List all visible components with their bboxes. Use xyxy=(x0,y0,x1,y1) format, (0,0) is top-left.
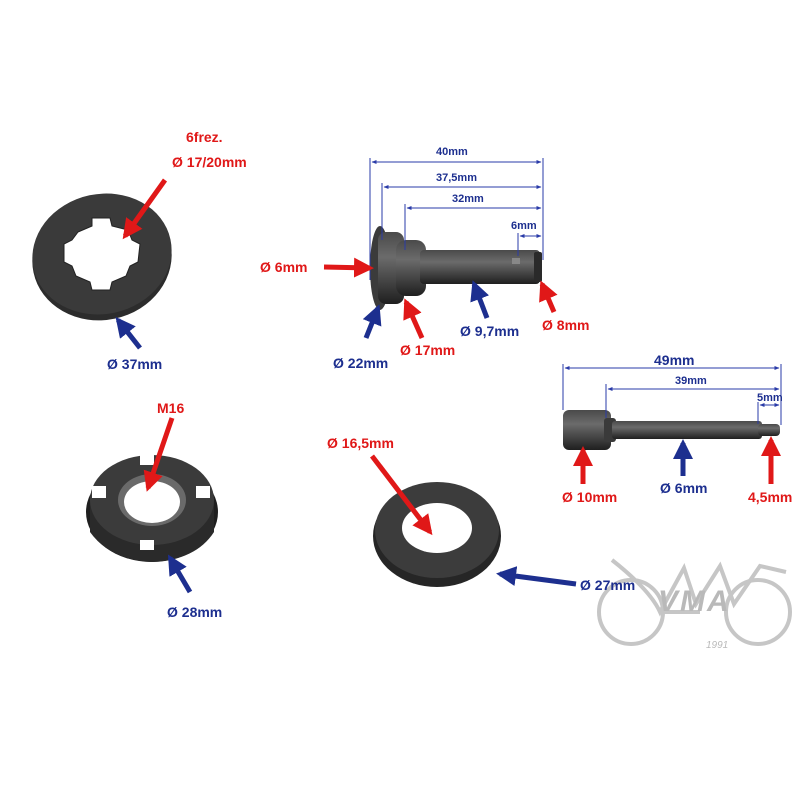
pin-len-total: 49mm xyxy=(654,352,695,368)
washer-outer-label: Ø 27mm xyxy=(580,577,636,593)
nut-outer-label: Ø 28mm xyxy=(167,604,223,620)
shaft-headpin-arrow xyxy=(323,257,374,278)
vma-logo xyxy=(597,558,792,646)
shaft-flange-label: Ø 22mm xyxy=(333,355,389,371)
washer-outer-arrow xyxy=(496,566,577,587)
shaft-collar-arrow xyxy=(403,298,425,340)
lock-washer-part xyxy=(32,193,172,321)
pin-tip-label: 4,5mm xyxy=(748,489,793,505)
nut-thread-label: M16 xyxy=(157,400,185,416)
shaft-len-a: 37,5mm xyxy=(436,172,477,184)
pin-head-label: Ø 10mm xyxy=(562,489,618,505)
pin-body-label: Ø 6mm xyxy=(660,480,708,496)
shaft-collar-label: Ø 17mm xyxy=(400,342,456,358)
lock-washer-outer-arrow xyxy=(115,316,142,350)
lock-washer-spec-line2: Ø 17/20mm xyxy=(172,154,247,170)
shaft-flange-arrow xyxy=(362,304,382,339)
watermark-brand: VMA xyxy=(658,585,731,618)
pin-len-c: 5mm xyxy=(757,392,783,404)
washer-inner-arrow xyxy=(370,454,433,536)
shaft-body-arrow xyxy=(470,280,490,319)
shaft-len-total: 40mm xyxy=(436,146,468,158)
shaft-tip-arrow xyxy=(539,280,558,313)
shaft-tip-label: Ø 8mm xyxy=(542,317,590,333)
pin-part xyxy=(563,410,780,450)
pin-len-a: 39mm xyxy=(675,375,707,387)
shaft-part xyxy=(370,226,542,310)
nut-thread-arrow xyxy=(143,417,175,492)
shaft-dimensions xyxy=(369,158,544,280)
flat-washer-part xyxy=(373,482,501,587)
shaft-headpin-label: Ø 6mm xyxy=(260,259,308,275)
shaft-len-b: 32mm xyxy=(452,193,484,205)
lock-washer-spec-line1: 6frez. xyxy=(186,129,223,145)
washer-inner-label: Ø 16,5mm xyxy=(327,435,394,451)
lock-washer-spline-arrow xyxy=(122,178,168,240)
pin-dimensions xyxy=(562,364,782,425)
castle-nut-part xyxy=(86,455,218,562)
nut-outer-arrow xyxy=(167,554,193,594)
shaft-body-label: Ø 9,7mm xyxy=(460,323,520,339)
shaft-len-c: 6mm xyxy=(511,220,537,232)
lock-washer-outer-label: Ø 37mm xyxy=(107,356,163,372)
watermark-year: 1991 xyxy=(706,640,729,651)
